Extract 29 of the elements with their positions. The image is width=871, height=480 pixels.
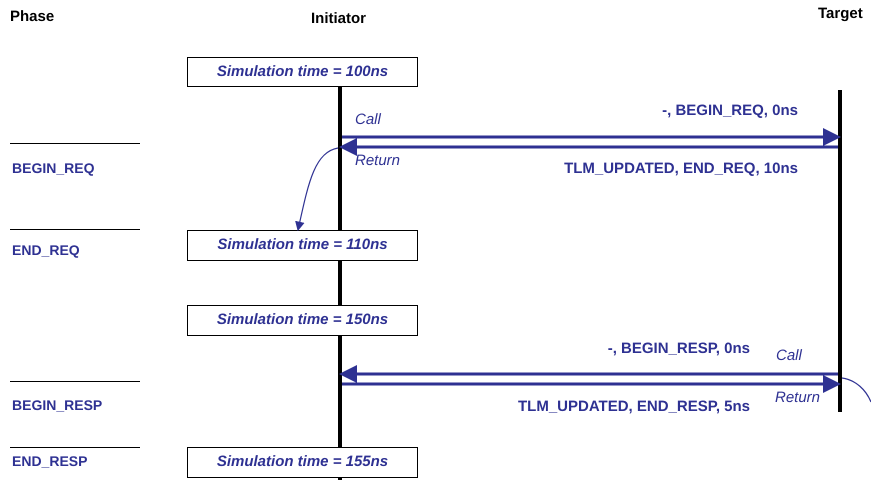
time-text: Simulation time = 155ns [216,452,388,472]
edge-label: TLM_UPDATED, END_RESP, 5ns [518,399,750,414]
time-box [187,447,418,478]
column-header: Phase [10,9,54,24]
call-label: Call [355,112,381,127]
time-text: Simulation time = 100ns [216,62,388,82]
time-text: Simulation time = 110ns [217,235,388,256]
call-label: Return [355,153,400,168]
column-header: Initiator [311,11,366,26]
phase-label: BEGIN_RESP [12,398,102,412]
phase-label: END_RESP [12,454,88,468]
arrow [339,365,838,383]
column-header: Target [818,6,863,21]
call-label: Call [776,348,802,363]
arrow [342,375,841,393]
arrow [342,128,841,146]
time-box [187,230,418,261]
phase-label: END_REQ [12,243,80,257]
call-label: Return [775,390,820,405]
time-box [187,57,418,87]
time-text: Simulation time = 150ns [216,310,388,330]
lifeline [838,90,842,412]
edge-label: -, BEGIN_RESP, 0ns [608,341,750,356]
edge-label: -, BEGIN_REQ, 0ns [662,103,798,118]
arrow [295,147,338,232]
phase-label: BEGIN_REQ [12,161,94,175]
edge-label: TLM_UPDATED, END_REQ, 10ns [564,161,798,176]
arrow [339,138,838,156]
time-box [187,305,418,336]
